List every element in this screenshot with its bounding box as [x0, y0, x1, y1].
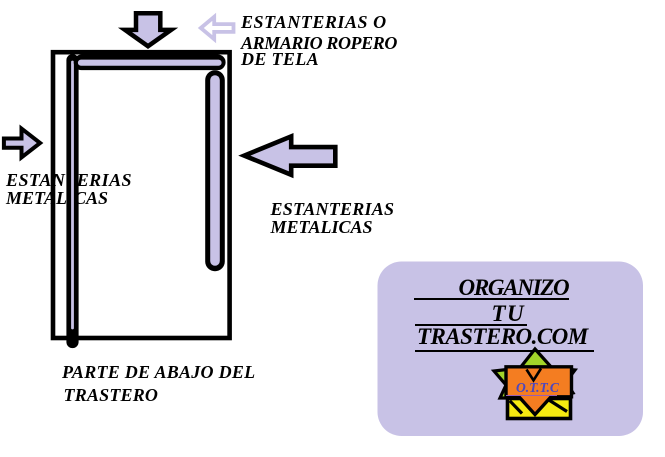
logo-badge-text: O.T.T.C — [516, 380, 559, 396]
logo-underline3 — [415, 349, 595, 352]
logo-line1: ORGANIZO — [458, 274, 570, 300]
label-top-right-line2: ARMARIO ROPERO — [241, 33, 397, 54]
label-left-line2: METALICAS — [6, 188, 109, 209]
logo-star-orange-banner — [504, 365, 574, 418]
logo-box — [377, 261, 643, 436]
logo-star-notch-lines — [525, 367, 543, 383]
logo-star-right-diagonal — [547, 398, 568, 413]
logo-underline1 — [413, 298, 570, 301]
logo-badge-underline — [505, 394, 557, 396]
label-right-line1: ESTANTERIAS — [270, 199, 395, 219]
label-bottom-line2: TRASTERO — [63, 384, 159, 405]
logo-underline2 — [415, 324, 527, 327]
left-outline-arrow-icon — [197, 12, 236, 44]
label-top-right-line3: DE TELA — [241, 48, 319, 69]
label-top-right-line1: ESTANTERIAS O — [241, 11, 387, 32]
logo-star-left-diagonal — [508, 399, 524, 415]
big-left-arrow-icon — [238, 132, 338, 179]
label-bottom-line1: PARTE DE ABAJO DEL — [62, 362, 256, 383]
storage-room-outline — [50, 49, 232, 341]
down-arrow-icon — [117, 10, 179, 49]
label-right-line2: METALICAS — [270, 217, 373, 238]
logo-line3: TRASTERO.COM — [417, 324, 588, 350]
right-arrow-icon — [1, 124, 44, 162]
logo-line2: TU — [491, 301, 526, 326]
